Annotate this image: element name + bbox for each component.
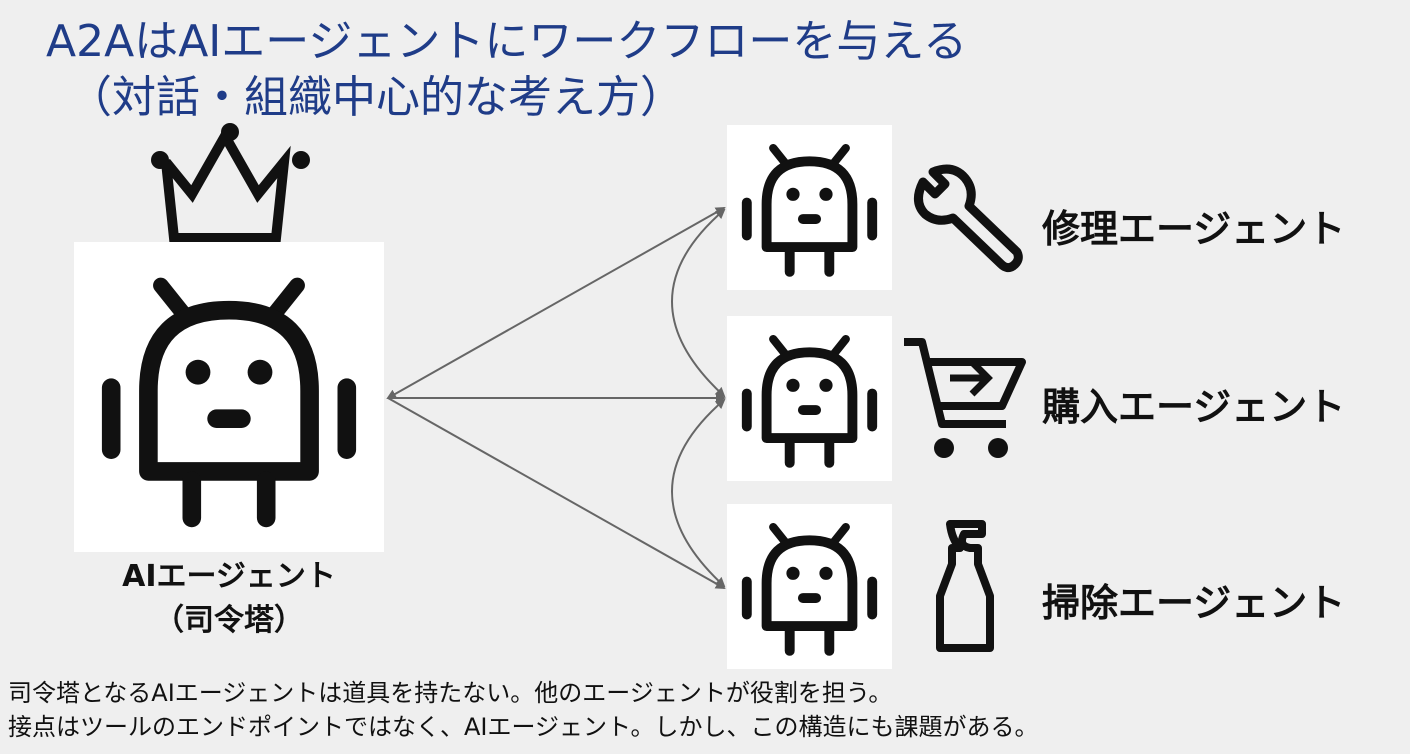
wrench-icon [905, 160, 1030, 275]
robot-icon [727, 504, 892, 669]
arc-repair-purchase [671, 208, 726, 398]
commander-name: AIエージェント [122, 559, 336, 594]
purchase-agent-tile [727, 316, 892, 481]
repair-agent-label: 修理エージェント [1042, 207, 1346, 251]
robot-icon [727, 316, 892, 481]
slide-title: A2AはAIエージェントにワークフローを与える （対話・組織中心的な考え方） [46, 14, 967, 126]
arrow-to-cleaning [387, 397, 726, 589]
repair-agent-tile [727, 125, 892, 290]
caption: 司令塔となるAIエージェントは道具を持たない。他のエージェントが役割を担う。 接… [8, 676, 1039, 744]
spray-bottle-icon [930, 520, 1000, 655]
purchase-agent-label: 購入エージェント [1042, 385, 1346, 429]
robot-icon [727, 125, 892, 290]
shopping-cart-icon [898, 332, 1028, 462]
robot-icon [74, 242, 384, 552]
caption-line-1: 司令塔となるAIエージェントは道具を持たない。他のエージェントが役割を担う。 [8, 679, 893, 707]
arc-purchase-cleaning [671, 398, 726, 588]
cleaning-agent-tile [727, 504, 892, 669]
cleaning-agent-label: 掃除エージェント [1042, 581, 1346, 625]
title-line-2: （対話・組織中心的な考え方） [68, 72, 684, 123]
commander-label: AIエージェント （司令塔） [74, 555, 384, 643]
title-line-1: A2AはAIエージェントにワークフローを与える [46, 16, 968, 67]
caption-line-2: 接点はツールのエンドポイントではなく、AIエージェント。しかし、この構造にも課題… [8, 713, 1039, 741]
arrow-to-repair [386, 207, 726, 399]
commander-agent-tile [74, 242, 384, 552]
commander-role: （司令塔） [154, 603, 304, 638]
